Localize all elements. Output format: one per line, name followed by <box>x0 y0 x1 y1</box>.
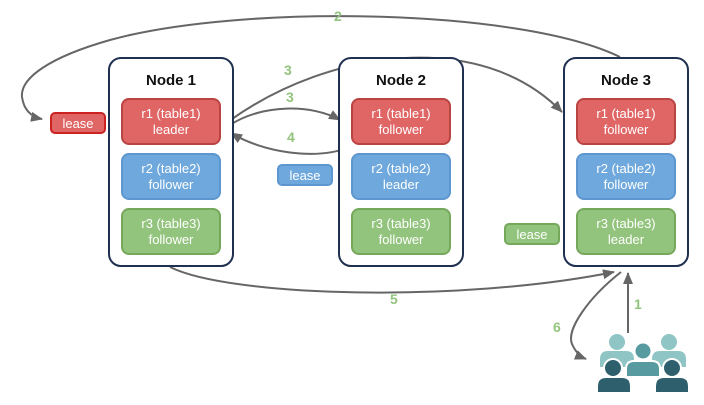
replica-name: r3 (table3) <box>141 215 201 231</box>
step-label-3-long: 3 <box>284 62 292 78</box>
replica-name: r2 (table2) <box>371 160 431 176</box>
users-group-icon <box>597 334 690 393</box>
node-2-replica-r3: r3 (table3) follower <box>351 208 451 255</box>
node-3-title: Node 3 <box>600 72 651 89</box>
replica-name: r2 (table2) <box>596 160 656 176</box>
node-2-replica-r2: r2 (table2) leader <box>351 153 451 200</box>
node-2-title: Node 2 <box>375 72 426 89</box>
replica-name: r3 (table3) <box>596 215 656 231</box>
step-label-5: 5 <box>390 291 398 307</box>
replica-name: r1 (table1) <box>141 105 201 121</box>
replica-role: leader <box>607 231 645 247</box>
replica-role: leader <box>152 121 190 137</box>
node-1: Node 1 r1 (table1) leader r2 (table2) fo… <box>108 57 234 267</box>
lease-badge-table2: lease <box>277 164 333 186</box>
replica-role: follower <box>603 121 649 137</box>
node-3-replica-r1: r1 (table1) follower <box>576 98 676 145</box>
replica-role: follower <box>603 176 649 192</box>
replica-role: leader <box>382 176 420 192</box>
arrow-5-node1-to-node3 <box>169 266 615 294</box>
replica-name: r2 (table2) <box>141 160 201 176</box>
replica-role: follower <box>378 231 424 247</box>
replica-role: follower <box>148 231 194 247</box>
node-2-replica-r1: r1 (table1) follower <box>351 98 451 145</box>
node-3-replica-r3: r3 (table3) leader <box>576 208 676 255</box>
node-1-replica-r1: r1 (table1) leader <box>121 98 221 145</box>
node-1-replica-r2: r2 (table2) follower <box>121 153 221 200</box>
replica-role: follower <box>378 121 424 137</box>
arrow-3-node1-to-node2 <box>229 107 341 126</box>
step-label-2: 2 <box>334 8 342 24</box>
node-3: Node 3 r1 (table1) follower r2 (table2) … <box>563 57 689 267</box>
node-2: Node 2 r1 (table1) follower r2 (table2) … <box>338 57 464 267</box>
step-label-4: 4 <box>287 129 295 145</box>
step-label-1: 1 <box>634 296 642 312</box>
node-1-replica-r3: r3 (table3) follower <box>121 208 221 255</box>
node-3-replica-r2: r2 (table2) follower <box>576 153 676 200</box>
replica-name: r3 (table3) <box>371 215 431 231</box>
replica-role: follower <box>148 176 194 192</box>
replica-name: r1 (table1) <box>371 105 431 121</box>
replica-name: r1 (table1) <box>596 105 656 121</box>
node-1-title: Node 1 <box>145 72 196 89</box>
lease-badge-table1: lease <box>50 112 106 134</box>
step-label-6: 6 <box>553 319 561 335</box>
step-label-3-short: 3 <box>286 89 294 105</box>
lease-badge-table3: lease <box>504 223 560 245</box>
